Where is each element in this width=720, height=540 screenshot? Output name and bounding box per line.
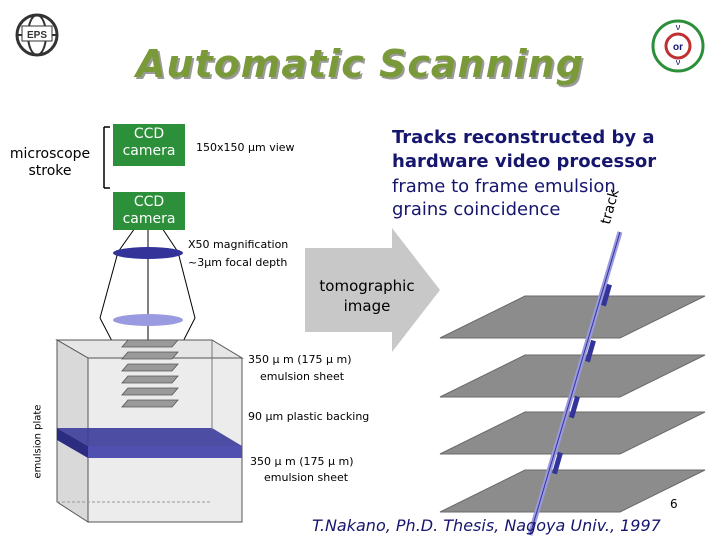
eps-logo: EPS [15,13,59,57]
text-line2: hardware video processor [392,151,657,172]
ccd-camera-top: CCD camera [113,124,185,166]
plastic-backing-label: 90 µm plastic backing [248,410,370,423]
objective-lens-top [113,247,183,259]
emulsion-plate-label: emulsion plate [32,404,44,479]
view-label: 150x150 µm view [196,141,295,154]
svg-text:or: or [673,42,683,53]
magnification-label: X50 magnification [188,238,289,251]
focal-planes [121,339,179,408]
focal-depth-label: ~3µm focal depth [188,256,288,269]
microscope-stroke-label: microscope stroke [9,146,91,179]
text-line3: frame to frame emulsion [392,176,616,197]
track-segments [552,283,612,475]
svg-text:EPS: EPS [27,30,47,41]
text-line4: grains coincidence [392,199,561,220]
ccd-camera-bottom: CCD camera [113,192,185,230]
svg-text:ν: ν [676,57,681,67]
process-arrow [305,228,440,352]
text-line1: Tracks reconstructed by a [392,127,655,148]
emulsion-plate [55,339,244,523]
objective-lens-bottom [113,314,183,326]
conference-logo: or ν ν [651,19,705,73]
sheet2-name: emulsion sheet [264,471,349,484]
sheet2-thickness: 350 µ m (175 µ m) [250,455,354,468]
sheet1-thickness: 350 µ m (175 µ m) [248,353,352,366]
citation: T.Nakano, Ph.D. Thesis, Nagoya Univ., 19… [312,516,661,535]
sheet1-name: emulsion sheet [260,370,345,383]
tomographic-label: tomographic image [319,277,415,315]
tomographic-planes [439,295,706,513]
page-number: 6 [670,497,678,511]
page-title: Automatic Scanning [136,42,584,86]
svg-text:ν: ν [676,22,681,32]
